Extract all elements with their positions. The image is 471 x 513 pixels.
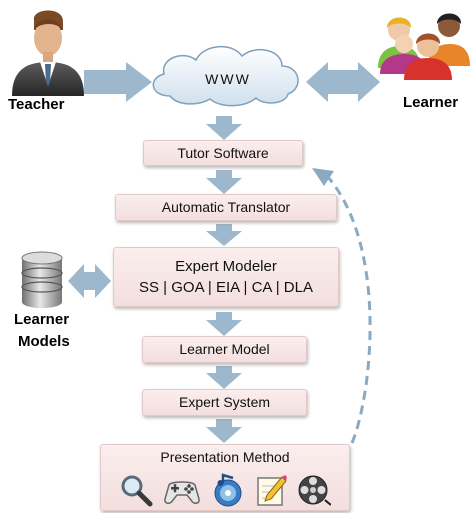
database-icon — [21, 251, 63, 308]
tutor-software-label: Tutor Software — [177, 144, 269, 161]
gamepad-icon — [164, 481, 200, 504]
learner-model-box: Learner Model — [142, 336, 307, 363]
learner-model-label: Learner Model — [179, 341, 270, 357]
presentation-method-box: Presentation Method — [100, 444, 350, 511]
www-cloud — [152, 46, 299, 107]
automatic-translator-box: Automatic Translator — [115, 194, 337, 221]
presentation-method-label: Presentation Method — [160, 449, 290, 465]
teacher-icon — [12, 10, 84, 96]
www-label: WWW — [205, 71, 251, 87]
cloud-learner-double-arrow — [306, 62, 380, 102]
expert-modeler-label: Expert Modeler — [175, 258, 277, 275]
tutor-software-box: Tutor Software — [143, 140, 303, 166]
expert-system-to-presentation-arrow — [206, 419, 242, 443]
teacher-to-cloud-arrow — [84, 62, 152, 102]
automatic-translator-label: Automatic Translator — [161, 199, 291, 215]
magnifier-icon — [121, 475, 153, 507]
database-label-line1: Learner — [14, 311, 70, 328]
feedback-dashed-arrow — [326, 176, 372, 444]
music-disc-icon — [214, 473, 242, 507]
cloud-to-tutor-arrow — [206, 116, 242, 140]
feedback-arrowhead — [312, 168, 334, 186]
translator-to-modeler-arrow — [206, 224, 242, 246]
presentation-icons-row — [119, 473, 331, 507]
expert-system-box: Expert System — [142, 389, 307, 416]
database-label-line2: Models — [18, 333, 70, 350]
expert-modeler-box: Expert Modeler SS | GOA | EIA | CA | DLA — [113, 247, 339, 307]
film-reel-icon — [298, 475, 331, 506]
pencil-note-icon — [257, 475, 287, 506]
learner-icon — [378, 13, 470, 80]
learner-label: Learner — [403, 94, 459, 111]
learner-model-to-expert-system-arrow — [206, 366, 242, 389]
database-modeler-double-arrow — [68, 264, 111, 298]
teacher-label: Teacher — [8, 96, 65, 113]
tutor-to-translator-arrow — [206, 170, 242, 194]
expert-system-label: Expert System — [178, 394, 271, 410]
modeler-to-learner-model-arrow — [206, 312, 242, 336]
expert-modeler-components: SS | GOA | EIA | CA | DLA — [139, 279, 313, 296]
